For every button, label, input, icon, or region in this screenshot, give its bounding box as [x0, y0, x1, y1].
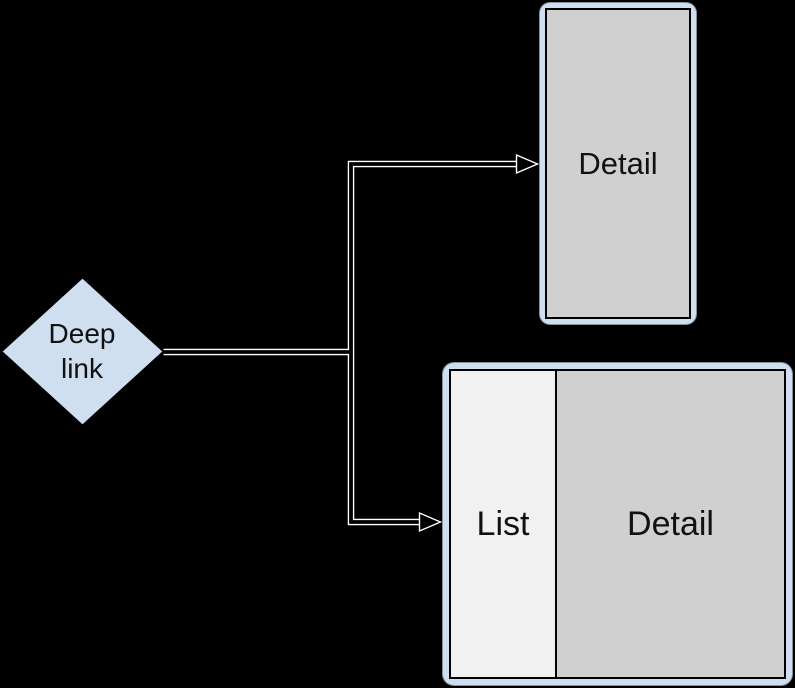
tablet-detail-pane: Detail	[557, 371, 784, 677]
phone-frame: Detail	[539, 2, 697, 325]
tablet-detail-label: Detail	[627, 504, 714, 543]
tablet-list-label: List	[476, 504, 530, 543]
tablet-list-pane: List	[451, 371, 557, 677]
tablet-frame: List Detail	[442, 362, 793, 686]
phone-detail-pane: Detail	[545, 8, 691, 319]
deep-link-diamond-shape	[1, 277, 164, 426]
arrow-lines-core	[163, 162, 517, 524]
arrow-branches-core	[349, 162, 517, 524]
tablet-screen: List Detail	[449, 369, 786, 679]
phone-detail-label: Detail	[578, 145, 658, 181]
arrowhead-to-list-detail-icon	[418, 511, 443, 533]
arrowhead-to-detail-icon	[515, 153, 540, 175]
